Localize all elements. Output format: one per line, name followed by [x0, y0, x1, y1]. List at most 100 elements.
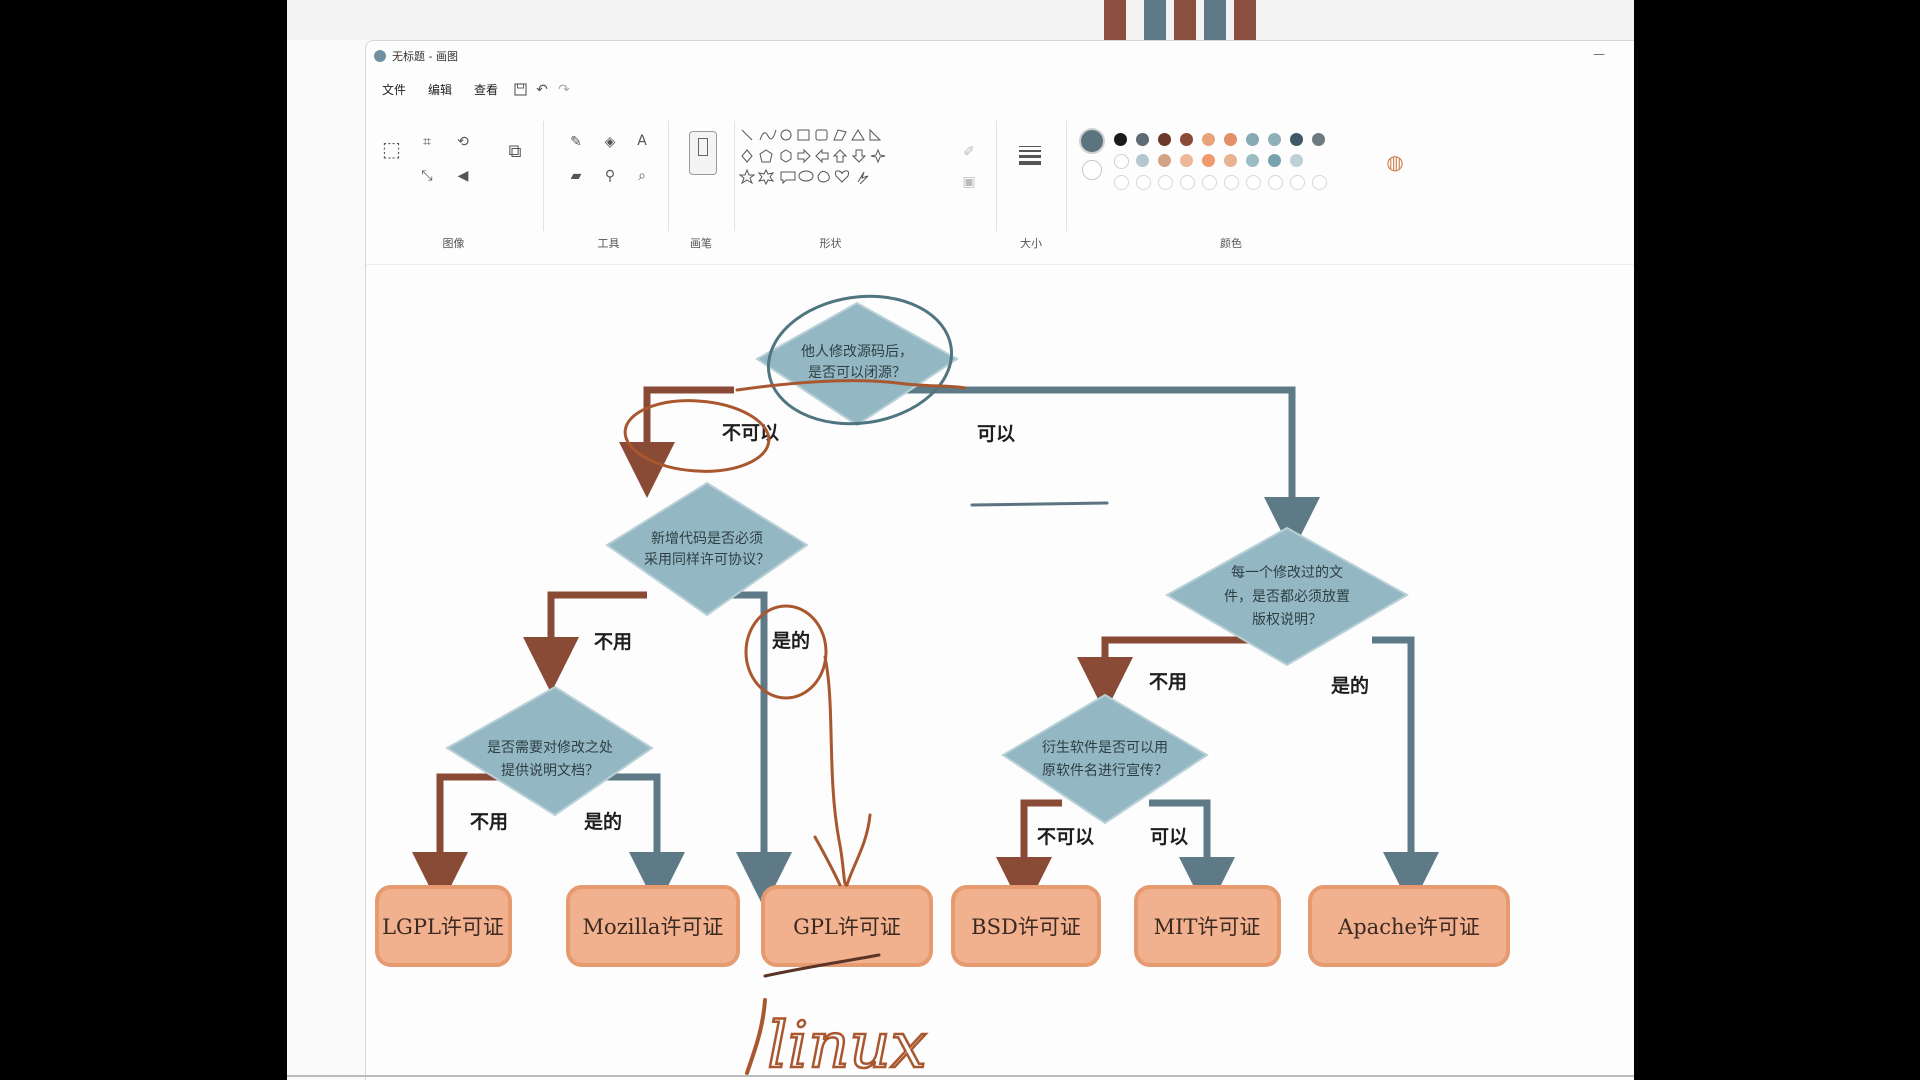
license-label-apache: Apache许可证 [1337, 915, 1480, 939]
bottom-scrollbar[interactable] [287, 1075, 1634, 1077]
empty-color-slot[interactable] [1290, 175, 1305, 190]
empty-color-slot[interactable] [1114, 175, 1129, 190]
title-bar[interactable]: 无标题 - 画图 — [366, 41, 1634, 71]
empty-color-slot[interactable] [1268, 175, 1283, 190]
fill-icon[interactable]: ◈ [604, 134, 616, 150]
connector-right-no [1077, 636, 1267, 713]
shapes-gallery[interactable] [738, 126, 923, 196]
empty-color-slot[interactable] [1136, 175, 1151, 190]
menu-bar: 文件 编辑 查看 ↶ ↷ [374, 79, 572, 100]
menu-file[interactable]: 文件 [382, 83, 407, 97]
color-swatch[interactable] [1202, 133, 1215, 146]
left-question-line1: 新增代码是否必须 [651, 531, 763, 547]
connector-rl-no [996, 799, 1062, 913]
redo-icon[interactable]: ↷ [558, 81, 570, 98]
empty-color-slot[interactable] [1180, 175, 1195, 190]
ll-question-line1: 是否需要对修改之处 [487, 740, 613, 756]
color-swatch[interactable] [1180, 154, 1193, 167]
edit-colors-icon[interactable]: ◍ [1386, 150, 1404, 174]
crop-icon[interactable]: ⌗ [423, 134, 431, 150]
decision-right [1164, 526, 1410, 667]
edge-label-root-no: 不可以 [722, 422, 779, 444]
color-swatch[interactable] [1224, 133, 1237, 146]
background-window-strip [287, 0, 1634, 40]
ribbon-divider [668, 121, 669, 231]
background-art [1204, 0, 1226, 40]
primary-color-swatch[interactable] [1079, 128, 1105, 154]
edge-label-ll-no: 不用 [470, 811, 508, 833]
empty-color-slot[interactable] [1246, 175, 1261, 190]
eraser-icon[interactable]: ▰ [570, 168, 582, 184]
color-swatch[interactable] [1136, 133, 1149, 146]
menu-edit[interactable]: 编辑 [428, 83, 453, 97]
background-art [1174, 0, 1196, 40]
save-icon[interactable] [512, 82, 528, 98]
shapes-group: 形状 [738, 116, 923, 251]
pencil-icon[interactable]: ✎ [570, 134, 582, 150]
color-picker-icon[interactable]: ⚲ [604, 168, 616, 184]
secondary-color-swatch[interactable] [1082, 160, 1102, 180]
minimize-button[interactable]: — [1593, 47, 1605, 61]
color-swatch[interactable] [1136, 154, 1149, 167]
edge-label-left-no: 不用 [594, 631, 632, 653]
decision-root [755, 301, 959, 427]
undo-icon[interactable]: ↶ [536, 81, 548, 98]
decision-rl [1001, 693, 1209, 825]
color-swatch[interactable] [1290, 133, 1303, 146]
empty-color-slot[interactable] [1312, 175, 1327, 190]
image-properties-icon[interactable]: ⧉ [508, 141, 522, 162]
color-swatch[interactable] [1246, 154, 1259, 167]
color-swatch[interactable] [1268, 133, 1281, 146]
image-group-label: 图像 [442, 237, 465, 250]
background-art [1104, 0, 1126, 40]
fill-style-icon[interactable]: ▣ [962, 174, 976, 190]
empty-color-slot[interactable] [1224, 175, 1239, 190]
color-swatch[interactable] [1114, 133, 1127, 146]
flip-icon[interactable]: ◀ [457, 168, 469, 184]
empty-color-slot[interactable] [1202, 175, 1217, 190]
connector-left-yes [724, 591, 792, 908]
brushes-group-label: 画笔 [690, 237, 712, 250]
select-icon[interactable]: ⬚ [382, 137, 401, 161]
color-swatch[interactable] [1224, 154, 1237, 167]
size-icon[interactable] [1019, 146, 1041, 165]
background-art [1144, 0, 1166, 40]
edge-label-left-yes: 是的 [772, 629, 810, 652]
connector-rl-yes [1149, 799, 1235, 913]
brush-icon[interactable] [689, 131, 717, 175]
annotation-stroke [735, 379, 967, 392]
colors-group-label: 颜色 [1220, 237, 1242, 250]
rl-question-line2: 原软件名进行宣传？ [1042, 763, 1168, 779]
color-swatch[interactable] [1158, 154, 1171, 167]
decision-left [605, 481, 809, 617]
outline-icon[interactable]: ✐ [963, 144, 975, 160]
annotation-circle-cannot [623, 399, 771, 473]
connector-left-no [523, 591, 647, 693]
paint-canvas[interactable]: 他人修改源码后， 是否可以闭源？ 新增代码是否必须 采用同样许可协议？ 每一个修… [287, 255, 1634, 1080]
annotation-gpl-underline [763, 953, 881, 978]
color-swatch[interactable] [1268, 154, 1281, 167]
left-question-line2: 采用同样许可协议？ [644, 552, 770, 568]
annotation-arrow-to-gpl [813, 655, 872, 887]
window-title: 无标题 - 画图 [392, 50, 458, 63]
right-question-line2: 件，是否都必须放置 [1224, 589, 1350, 605]
magnifier-icon[interactable]: ⌕ [638, 168, 646, 184]
edge-label-right-yes: 是的 [1331, 674, 1369, 697]
color-swatch[interactable] [1290, 154, 1303, 167]
color-swatch[interactable] [1312, 133, 1325, 146]
color-swatch[interactable] [1202, 154, 1215, 167]
resize-icon[interactable]: ⤡ [421, 168, 433, 184]
menu-view[interactable]: 查看 [474, 83, 499, 97]
color-swatch[interactable] [1246, 133, 1259, 146]
size-group-label: 大小 [1020, 237, 1042, 250]
color-swatch[interactable] [1114, 154, 1129, 169]
empty-color-slot[interactable] [1158, 175, 1173, 190]
color-swatch[interactable] [1180, 133, 1193, 146]
rotate-icon[interactable]: ⟲ [457, 134, 469, 150]
ribbon: ⬚ ⌗ ⟲ ⤡ ◀ ⧉ 图像 ✎ ◈ A ▰ ⚲ ⌕ 工具 [366, 116, 1634, 256]
license-box-apache [1308, 885, 1510, 967]
root-question-line1: 他人修改源码后， [801, 344, 913, 360]
text-icon[interactable]: A [637, 133, 647, 149]
color-swatch[interactable] [1158, 133, 1171, 146]
annotation-circle-yes [744, 604, 828, 700]
